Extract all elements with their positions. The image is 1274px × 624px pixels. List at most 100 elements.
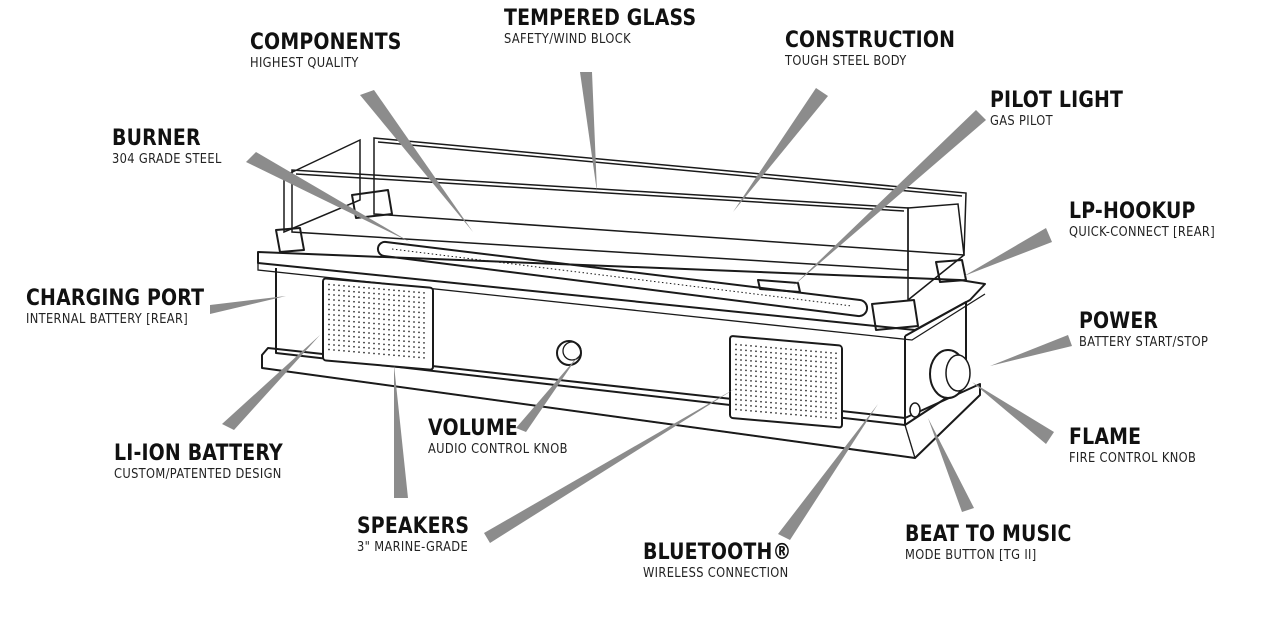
speaker-hole (800, 369, 802, 372)
speaker-hole (328, 328, 330, 331)
speaker-hole (760, 385, 762, 388)
speaker-hole (745, 364, 747, 367)
speaker-hole (388, 343, 390, 346)
callout-title: BEAT TO MUSIC (905, 522, 1072, 547)
speaker-hole (368, 287, 370, 289)
speaker-hole (398, 314, 400, 317)
speaker-hole (790, 373, 792, 376)
speaker-hole (373, 347, 375, 350)
speaker-hole (750, 404, 752, 407)
speaker-hole (775, 392, 777, 394)
glass-front (291, 169, 909, 271)
speaker-hole (343, 319, 345, 322)
speaker-hole (770, 351, 772, 354)
speaker-hole (418, 301, 420, 304)
speaker-hole (780, 387, 782, 390)
speaker-hole (358, 321, 360, 324)
glass-clip (275, 227, 305, 253)
speaker-hole (353, 295, 355, 298)
body-front (275, 268, 906, 426)
speaker-hole (780, 382, 782, 385)
speaker-hole (423, 336, 425, 339)
speaker-hole (750, 369, 752, 372)
speaker-hole (413, 341, 415, 343)
speaker-hole (393, 294, 395, 297)
speaker-hole (755, 350, 757, 353)
speaker-hole (378, 293, 380, 295)
speaker-hole (750, 354, 752, 357)
speaker-hole (373, 327, 375, 330)
speaker-hole (398, 334, 400, 337)
speaker-hole (750, 344, 752, 347)
speaker-hole (378, 313, 380, 315)
speaker-hole (333, 284, 335, 286)
speaker-hole (388, 328, 390, 331)
speaker-hole (333, 344, 335, 346)
speaker-hole (750, 379, 752, 382)
speaker-hole (805, 359, 807, 362)
speaker-hole (393, 299, 395, 302)
speaker-hole (800, 354, 802, 357)
speaker-hole (378, 303, 380, 305)
speaker-hole (740, 364, 742, 366)
callout-title: BLUETOOTH® (643, 540, 792, 565)
speaker-hole (403, 350, 405, 352)
speaker-hole (398, 329, 400, 332)
speaker-hole (393, 309, 395, 312)
speaker-hole (770, 386, 772, 389)
speaker-hole (408, 345, 410, 348)
speaker-hole (735, 393, 737, 396)
speaker-hole (820, 366, 822, 368)
speaker-hole (368, 307, 370, 309)
speaker-hole (333, 294, 335, 296)
speaker-hole (373, 302, 375, 305)
speaker-hole (403, 300, 405, 302)
speaker-hole (328, 303, 330, 306)
speaker-hole (755, 400, 757, 403)
speaker-hole (378, 308, 380, 310)
speaker-hole (815, 365, 817, 368)
speaker-hole (735, 403, 737, 406)
speaker-hole (348, 300, 350, 303)
speaker-hole (740, 394, 742, 396)
speaker-hole (760, 355, 762, 358)
speaker-hole (765, 366, 767, 369)
speaker-hole (770, 366, 772, 369)
pointer-bluetooth (778, 404, 878, 540)
speaker-hole (363, 331, 365, 334)
speaker-hole (328, 288, 330, 291)
speaker-hole (363, 326, 365, 329)
speaker-hole (328, 308, 330, 311)
speaker-hole (750, 409, 752, 412)
speaker-hole (830, 406, 832, 409)
speaker-hole (765, 391, 767, 394)
speaker-hole (745, 349, 747, 352)
speaker-hole (418, 346, 420, 349)
speaker-grill-right (729, 335, 843, 429)
speaker-hole (770, 396, 772, 399)
speaker-hole (333, 299, 335, 301)
pointer-construction (733, 88, 828, 212)
speaker-hole (408, 290, 410, 293)
speaker-hole (820, 411, 822, 413)
speaker-hole (338, 324, 340, 327)
speaker-hole (785, 388, 787, 390)
speaker-hole (830, 396, 832, 399)
speaker-hole (338, 349, 340, 352)
speaker-hole (785, 408, 787, 410)
speaker-hole (740, 374, 742, 376)
speaker-hole (825, 376, 827, 379)
speaker-hole (363, 301, 365, 304)
speaker-hole (750, 384, 752, 387)
speaker-hole (418, 331, 420, 334)
speaker-hole (810, 380, 812, 382)
speaker-hole (765, 406, 767, 409)
speaker-hole (785, 383, 787, 385)
speaker-hole (830, 391, 832, 394)
speaker-hole (745, 354, 747, 357)
speaker-hole (805, 414, 807, 417)
speaker-hole (403, 290, 405, 292)
speaker-hole (740, 344, 742, 346)
speaker-hole (775, 362, 777, 364)
speaker-hole (423, 321, 425, 324)
